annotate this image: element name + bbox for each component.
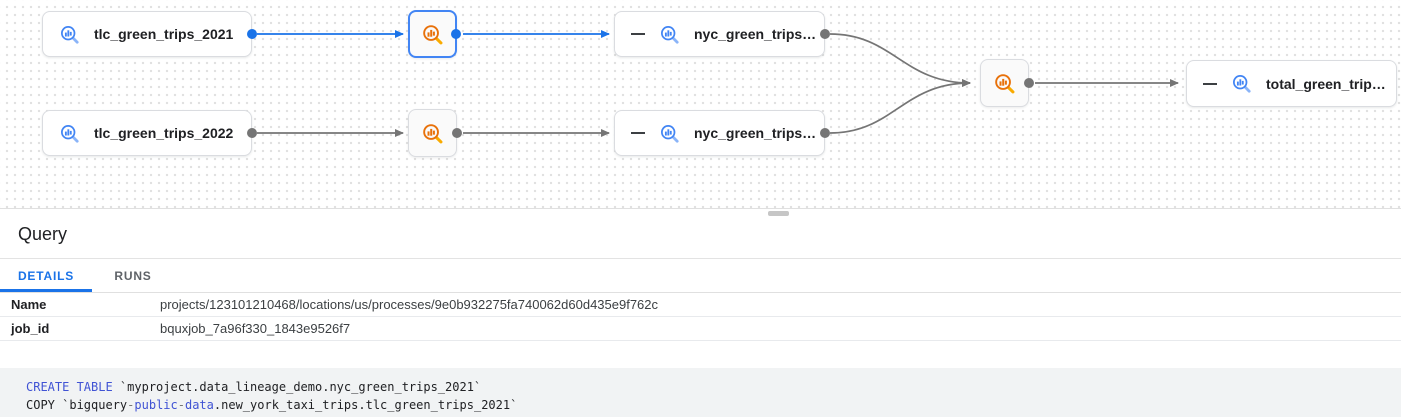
output-port: [820, 29, 830, 39]
details-panel: Query DETAILS RUNS Name projects/1231012…: [0, 209, 1401, 341]
collapse-minus-icon[interactable]: [631, 33, 645, 35]
tab-details[interactable]: DETAILS: [0, 259, 92, 292]
table-node-nyc-green-trips-2022[interactable]: nyc_green_trips…: [614, 110, 830, 156]
detail-key: job_id: [11, 321, 50, 336]
table-node-nyc-green-trips-2021[interactable]: nyc_green_trips…: [614, 11, 830, 57]
process-node-query-2022[interactable]: [408, 109, 462, 157]
panel-title: Query: [0, 209, 1401, 259]
bigquery-process-icon: [423, 123, 443, 143]
node-label: total_green_trip…: [1266, 75, 1386, 92]
edge-nyc2022-to-union: [829, 79, 971, 134]
table-node-tlc-green-trips-2021[interactable]: tlc_green_trips_2021: [42, 11, 257, 57]
bigquery-icon: [661, 25, 679, 44]
output-port: [247, 128, 257, 138]
output-port: [1024, 78, 1034, 88]
table-node-tlc-green-trips-2022[interactable]: tlc_green_trips_2022: [42, 110, 257, 156]
edge-nyc2021-to-union: [829, 33, 971, 87]
bigquery-icon: [661, 124, 679, 143]
detail-row-job-id: job_id bquxjob_7a96f330_1843e9526f7: [0, 317, 1401, 341]
node-label: nyc_green_trips…: [694, 26, 817, 42]
bigquery-process-icon: [995, 73, 1015, 93]
collapse-minus-icon[interactable]: [631, 132, 645, 134]
output-port: [452, 128, 462, 138]
lineage-canvas[interactable]: tlc_green_trips_2021 tlc_green_trips_202…: [0, 0, 1401, 209]
detail-value: projects/123101210468/locations/us/proce…: [160, 297, 659, 312]
output-port: [820, 128, 830, 138]
process-node-query-2021-selected[interactable]: [408, 10, 461, 58]
bigquery-icon: [61, 25, 79, 44]
output-port: [451, 29, 461, 39]
collapse-minus-icon[interactable]: [1203, 82, 1217, 85]
detail-key: Name: [11, 297, 47, 312]
output-port: [247, 29, 257, 39]
node-label: tlc_green_trips_2022: [94, 125, 234, 141]
panel-tabbar: DETAILS RUNS: [0, 259, 1401, 293]
panel-resize-handle[interactable]: [768, 211, 789, 216]
table-node-total-green-trips[interactable]: total_green_trip…: [1186, 60, 1397, 107]
tab-runs[interactable]: RUNS: [114, 268, 152, 283]
edge-layer: [257, 30, 1179, 137]
node-label: tlc_green_trips_2021: [94, 26, 234, 42]
node-label: nyc_green_trips…: [694, 125, 817, 141]
process-node-union[interactable]: [980, 59, 1034, 107]
detail-value: bquxjob_7a96f330_1843e9526f7: [160, 321, 351, 336]
bigquery-process-icon: [423, 24, 443, 44]
detail-row-name: Name projects/123101210468/locations/us/…: [0, 293, 1401, 317]
sql-line-1: CREATE TABLE `myproject.data_lineage_dem…: [26, 380, 482, 394]
sql-line-2: COPY `bigquery-public-data.new_york_taxi…: [26, 398, 518, 412]
sql-code-block: CREATE TABLE `myproject.data_lineage_dem…: [0, 368, 1401, 417]
bigquery-icon: [61, 124, 79, 143]
bigquery-icon: [1233, 75, 1251, 93]
